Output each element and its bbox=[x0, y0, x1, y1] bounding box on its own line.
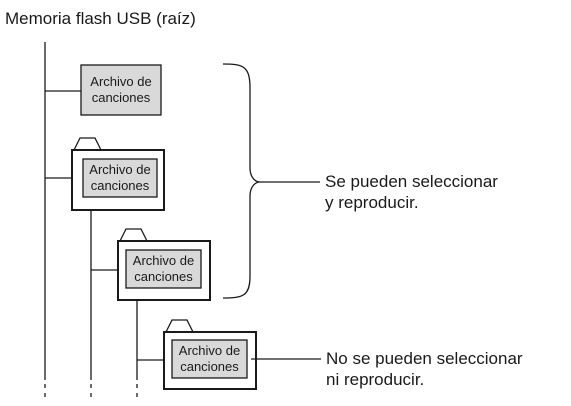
song-file-label: Archivo de canciones bbox=[132, 253, 195, 284]
folder-icon-level3 bbox=[163, 319, 257, 390]
folder-tab bbox=[165, 319, 194, 333]
song-file-level3 bbox=[171, 339, 248, 379]
song-file-root bbox=[80, 64, 162, 116]
folder-tab bbox=[73, 137, 102, 151]
song-file-label: Archivo de canciones bbox=[90, 74, 152, 105]
not-playable-note: No se pueden seleccionar ni reproducir. bbox=[326, 349, 523, 389]
root-title: Memoria flash USB (raíz) bbox=[5, 9, 196, 28]
song-file-level2 bbox=[125, 249, 202, 289]
playable-note: Se pueden seleccionar y reproducir. bbox=[325, 172, 498, 212]
folder-icon-level1 bbox=[71, 137, 165, 211]
song-file-label: Archivo de canciones bbox=[178, 343, 241, 374]
folder-icon-level2 bbox=[117, 228, 211, 301]
song-file-label: Archivo de canciones bbox=[89, 162, 151, 193]
song-file-level1 bbox=[82, 158, 158, 198]
group-brace bbox=[222, 63, 261, 299]
folder-tab bbox=[119, 228, 148, 242]
